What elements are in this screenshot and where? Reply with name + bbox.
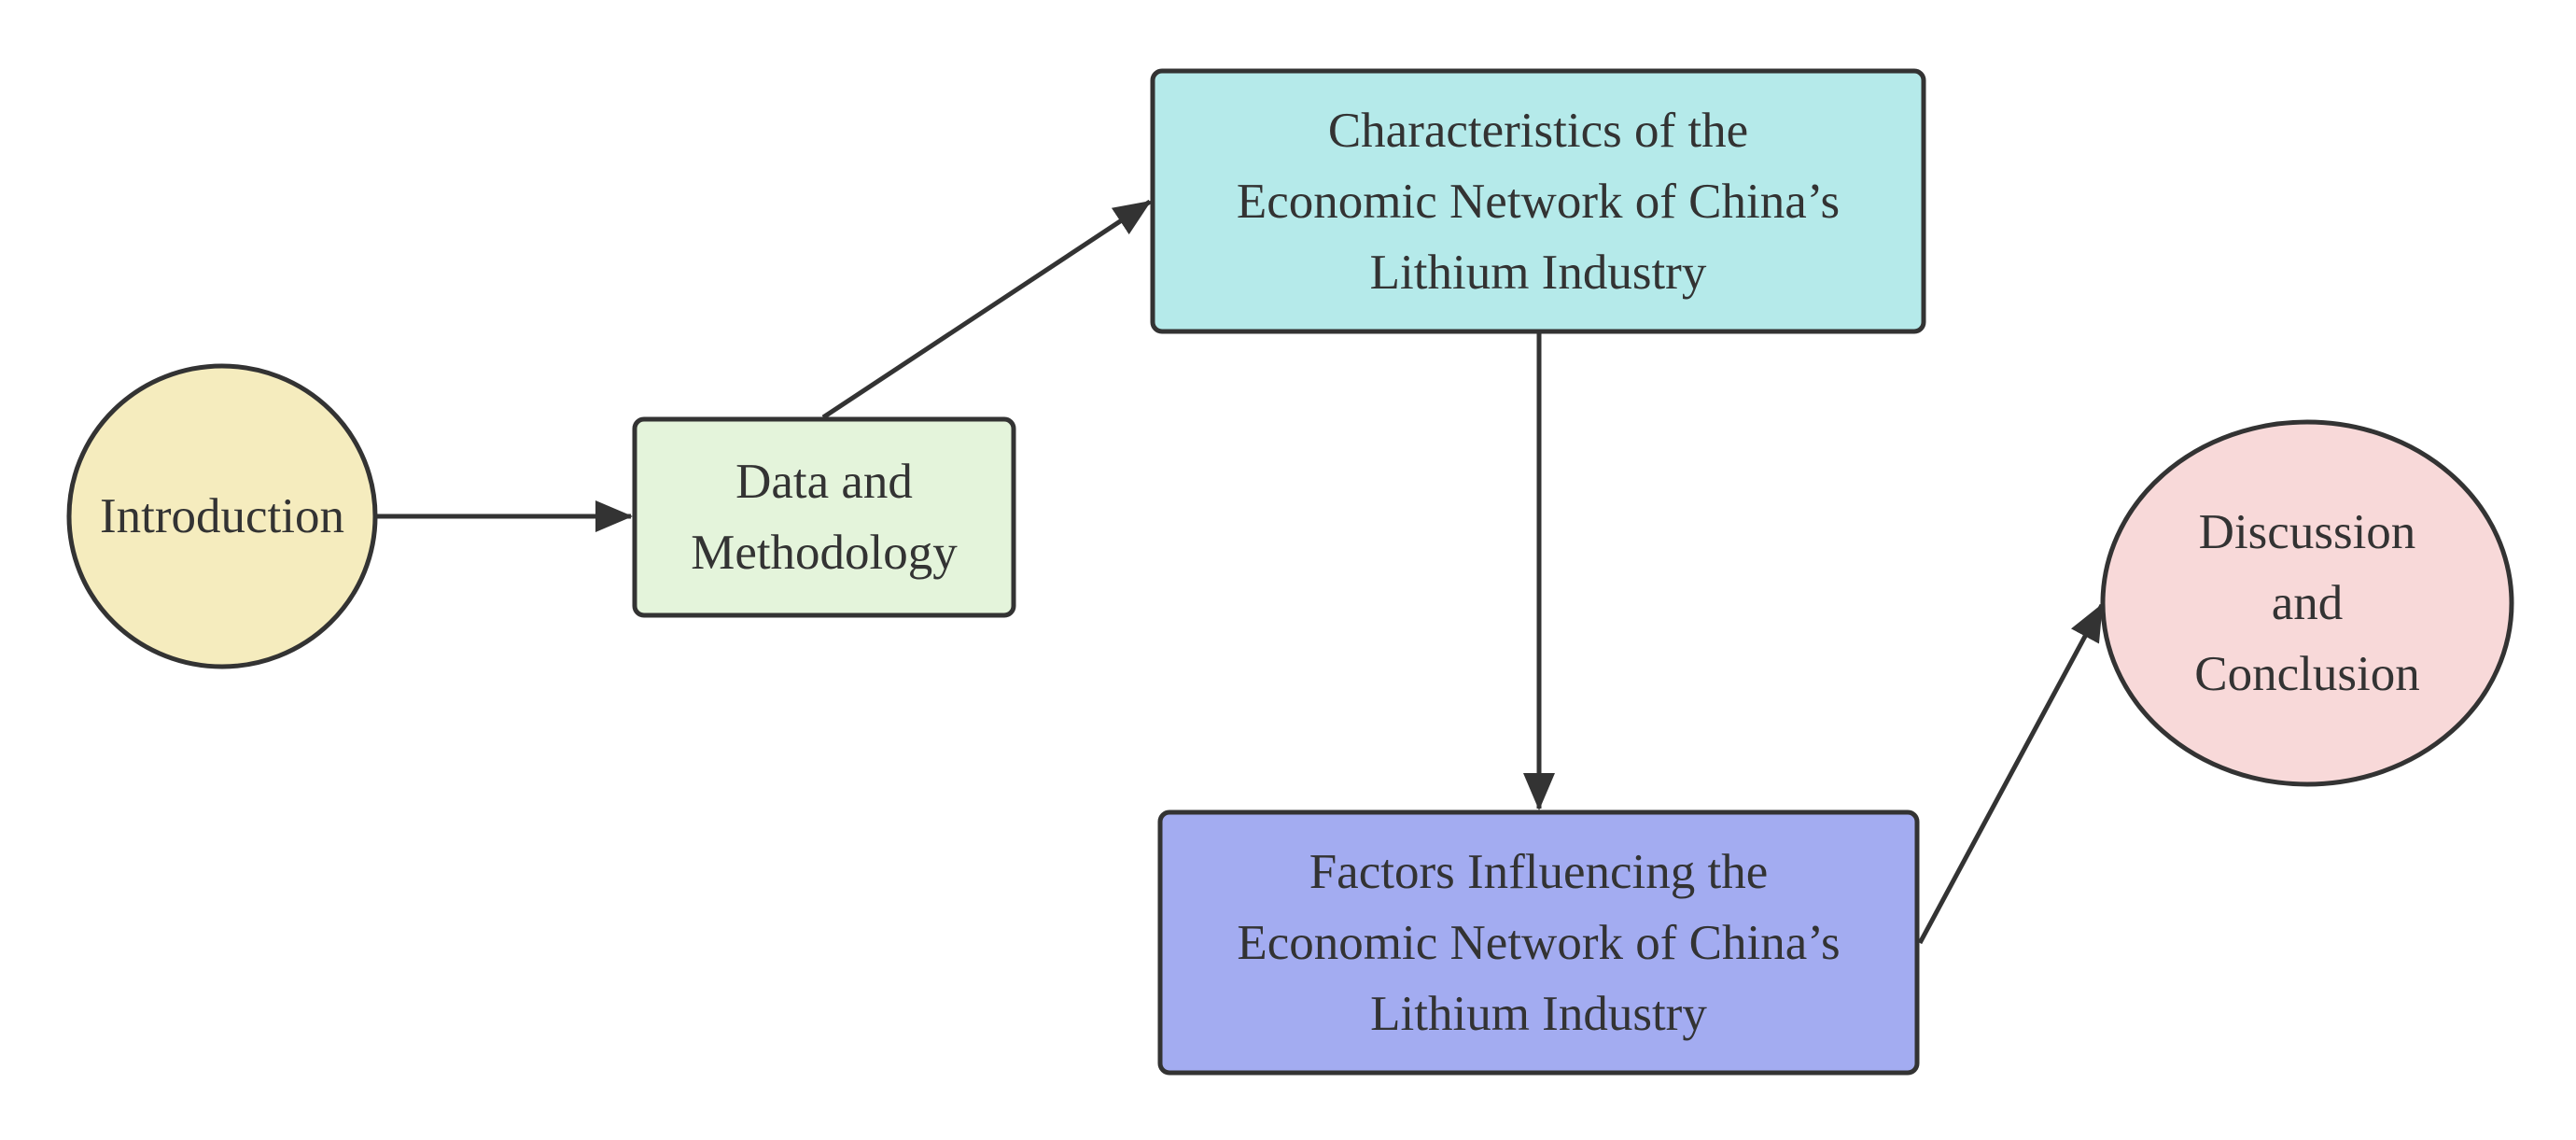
characteristics-label: Characteristics of the Economic Network … [1153, 71, 1924, 331]
characteristics-label-line-1: Characteristics of the [1327, 103, 1749, 158]
node-data-methodology-box [632, 416, 1016, 618]
introduction-label: Introduction [69, 470, 375, 563]
characteristics-label-line-2: Economic Network of China’s [1236, 174, 1841, 229]
data-methodology-label: Data and Methodology [635, 419, 1014, 615]
node-introduction-circle [66, 363, 378, 669]
node-characteristics-box [1150, 68, 1926, 334]
characteristics-label-line-3: Lithium Industry [1369, 245, 1707, 300]
discussion-label-line-1: Discussion [2198, 505, 2416, 559]
discussion-label: Discussion and Conclusion [2103, 422, 2512, 784]
factors-label-line-1: Factors Influencing the [1309, 844, 1769, 899]
discussion-label-line-2: and [2271, 576, 2344, 630]
edge-factors-to-discussion [1917, 603, 2105, 945]
node-factors-box [1157, 809, 1920, 1076]
discussion-label-line-3: Conclusion [2194, 647, 2420, 701]
node-discussion-circle [2100, 419, 2514, 787]
factors-label: Factors Influencing the Economic Network… [1160, 812, 1917, 1073]
introduction-label-line-1: Introduction [100, 489, 344, 543]
edge-data-methodology-to-characteristics [821, 199, 1152, 420]
data-methodology-label-line-2: Methodology [691, 526, 958, 580]
data-methodology-label-line-1: Data and [735, 455, 913, 509]
factors-label-line-2: Economic Network of China’s [1237, 915, 1841, 970]
factors-label-line-3: Lithium Industry [1370, 986, 1707, 1041]
